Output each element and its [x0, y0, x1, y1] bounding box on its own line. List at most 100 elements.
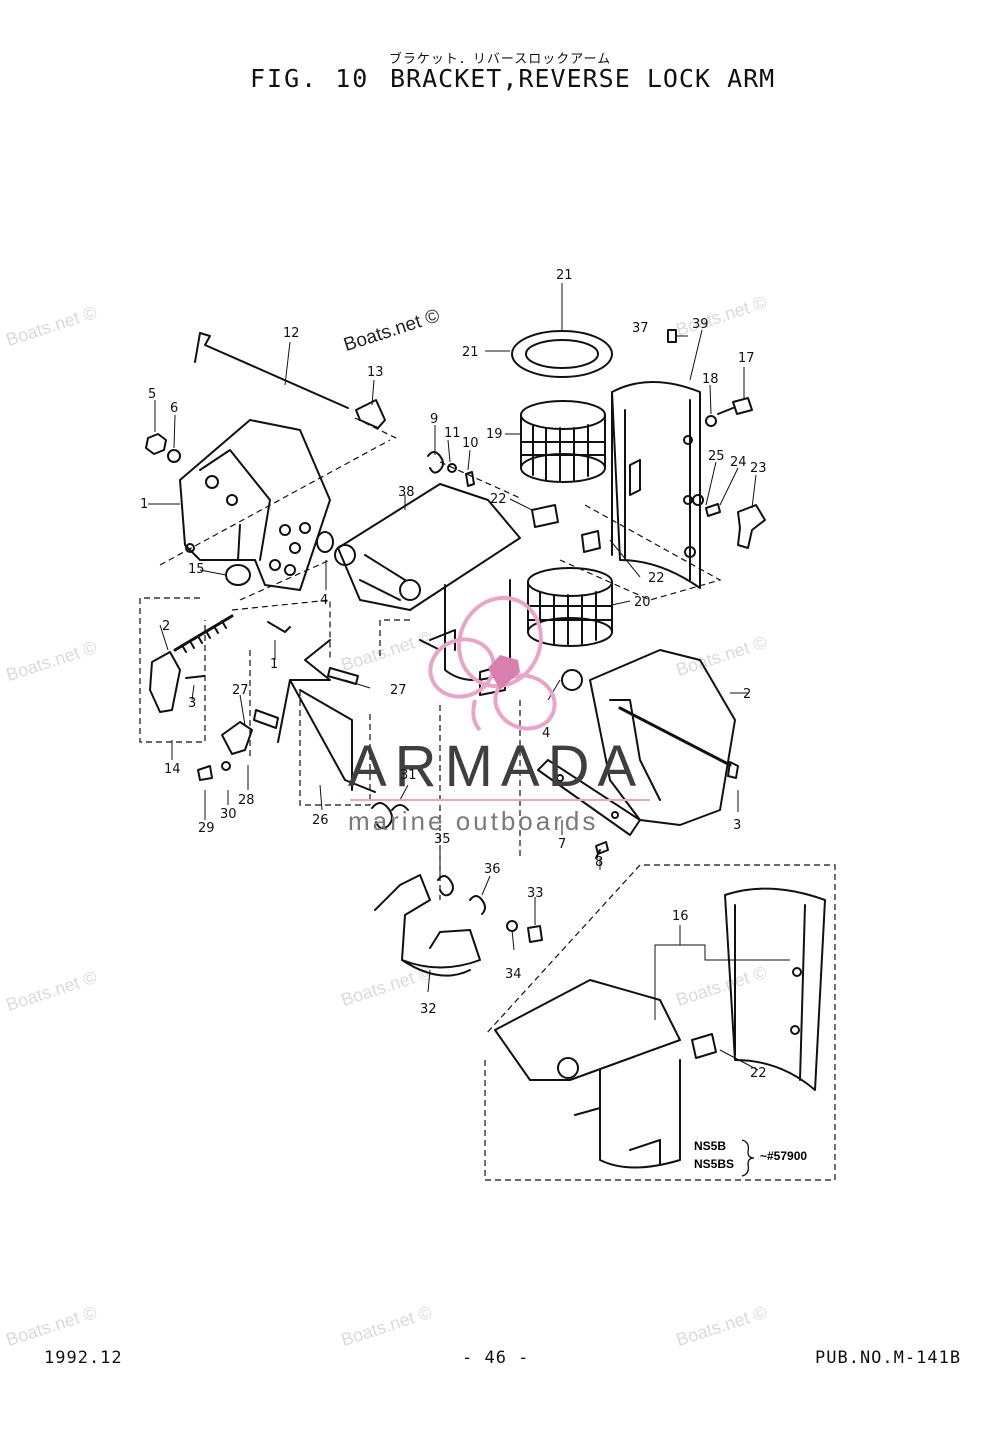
bolt — [595, 841, 609, 859]
collar — [327, 667, 359, 685]
callout-9: 9 — [430, 412, 438, 427]
page-number: - 46 - — [462, 1348, 530, 1368]
callout-22: 22 — [490, 492, 507, 507]
washer — [221, 761, 231, 771]
pin — [465, 471, 475, 487]
callout-11: 11 — [444, 426, 461, 441]
bolt — [527, 925, 543, 943]
callout-18: 18 — [702, 372, 719, 387]
clamp-handle — [149, 651, 181, 713]
clamp-bracket-right — [589, 649, 739, 826]
spring — [469, 895, 486, 915]
collar — [253, 709, 279, 729]
callout-33: 33 — [527, 886, 544, 901]
callout-36: 36 — [484, 862, 501, 877]
nut — [145, 433, 167, 455]
callout-25: 25 — [708, 449, 725, 464]
washer — [316, 531, 334, 553]
pad — [581, 530, 601, 553]
anode-plate — [537, 759, 641, 836]
callout-30: 30 — [220, 807, 237, 822]
model-label-ns5bs: NS5BS — [694, 1157, 734, 1171]
callout-3: 3 — [733, 818, 741, 833]
callout-21: 21 — [462, 345, 479, 360]
figure-number: FIG. 10 — [250, 64, 370, 93]
reverse-lock-rod — [277, 639, 376, 793]
callout-6: 6 — [170, 401, 178, 416]
callout-27: 27 — [390, 683, 407, 698]
callout-15: 15 — [188, 562, 205, 577]
washer — [506, 920, 518, 932]
callout-27: 27 — [232, 683, 249, 698]
callout-29: 29 — [198, 821, 215, 836]
washer — [705, 415, 717, 427]
armada-logo-text: ARMADA — [348, 734, 644, 799]
callout-5: 5 — [148, 387, 156, 402]
inset-swivel-liner — [724, 887, 826, 1091]
japanese-title: ブラケット．リバースロックアーム — [388, 52, 612, 67]
callout-17: 17 — [738, 351, 755, 366]
callout-2: 2 — [743, 687, 751, 702]
callout-28: 28 — [238, 793, 255, 808]
washer — [167, 449, 181, 463]
armada-logo-tagline: marine outboards — [348, 806, 598, 836]
callout-19: 19 — [486, 427, 503, 442]
thumb-screw — [173, 614, 234, 653]
bolt — [197, 765, 213, 781]
spring — [371, 802, 409, 830]
serial-range-note: ~#57900 — [760, 1149, 807, 1163]
inset-model-labels: NS5B NS5BS ~#57900 — [694, 1139, 807, 1177]
callout-31: 31 — [400, 768, 417, 783]
bolt — [717, 397, 753, 415]
callout-13: 13 — [367, 365, 384, 380]
callout-numbers: 21 21 19 22 22 20 37 39 17 18 25 24 23 1… — [140, 268, 767, 1081]
armada-logo-mark — [488, 655, 520, 690]
clamp-pad — [225, 524, 251, 586]
callout-22: 22 — [648, 571, 665, 586]
callout-1: 1 — [140, 497, 148, 512]
callout-1: 1 — [270, 657, 278, 672]
spring-pin — [185, 675, 205, 679]
spring — [437, 875, 454, 897]
armada-logo — [428, 595, 557, 732]
callout-20: 20 — [634, 595, 651, 610]
callout-4: 4 — [320, 593, 328, 608]
grease-nipple — [667, 329, 677, 343]
callout-22: 22 — [750, 1066, 767, 1081]
rod — [194, 332, 349, 409]
tilt-screw — [355, 399, 386, 429]
callout-32: 32 — [420, 1002, 437, 1017]
callout-35: 35 — [434, 832, 451, 847]
callout-21: 21 — [556, 268, 573, 283]
callout-24: 24 — [730, 455, 747, 470]
callout-14: 14 — [164, 762, 181, 777]
knob-screw — [705, 503, 721, 517]
callout-8: 8 — [595, 855, 603, 870]
callout-10: 10 — [462, 436, 479, 451]
callout-16: 16 — [672, 909, 689, 924]
callout-23: 23 — [750, 461, 767, 476]
callout-34: 34 — [505, 967, 522, 982]
figure-title: BRACKET,REVERSE LOCK ARM — [390, 64, 776, 93]
callout-7: 7 — [558, 837, 566, 852]
publication-number: PUB.NO.M-141B — [815, 1348, 962, 1368]
upper-bushing — [520, 400, 606, 483]
callout-3: 3 — [188, 696, 196, 711]
washer — [692, 494, 704, 506]
callout-38: 38 — [398, 485, 415, 500]
swivel-liner — [611, 381, 701, 589]
washer — [447, 463, 457, 473]
callout-39: 39 — [692, 317, 709, 332]
washer — [561, 669, 583, 691]
clamp-bracket-left — [179, 419, 331, 591]
model-label-ns5b: NS5B — [694, 1139, 726, 1153]
link-pin — [267, 621, 291, 633]
publication-date: 1992.12 — [44, 1348, 123, 1368]
callout-2: 2 — [162, 619, 170, 634]
reverse-lock-arm — [374, 874, 481, 977]
inset-swivel-case — [494, 979, 681, 1169]
pad — [691, 1033, 717, 1059]
callout-37: 37 — [632, 321, 649, 336]
callout-26: 26 — [312, 813, 329, 828]
